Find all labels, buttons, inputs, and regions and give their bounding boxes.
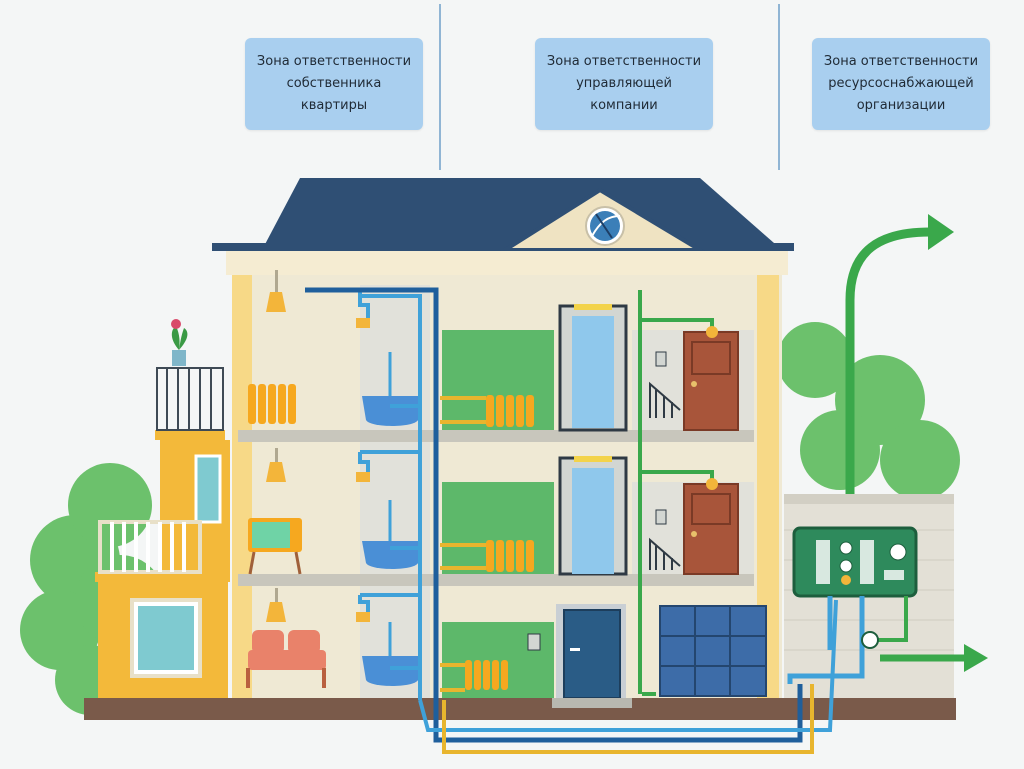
zone-label-supplier-text: Зона ответственности ресурсоснабжающей о… — [823, 54, 979, 113]
zone-label-owner: Зона ответственности собственника кварти… — [245, 38, 423, 130]
zone-label-management: Зона ответственности управляющей компани… — [535, 38, 713, 130]
elevator-icon — [558, 304, 628, 576]
column-right — [757, 275, 779, 698]
logo-icon — [585, 206, 625, 246]
plant-icon — [171, 319, 188, 366]
entrance-door — [527, 604, 632, 708]
zone-label-management-text: Зона ответственности управляющей компани… — [546, 54, 702, 113]
ground — [84, 698, 956, 720]
pipe-yellow — [440, 396, 814, 754]
floor-slab-1 — [238, 430, 754, 442]
meter-panel-icon — [792, 526, 918, 598]
lower-balcony-rail — [98, 520, 202, 574]
radiator-icon — [248, 384, 534, 690]
floor-slab-2 — [238, 574, 754, 586]
roof-eave — [212, 243, 794, 251]
cornice — [226, 251, 788, 275]
pipe-blue-main — [305, 287, 803, 743]
sofa-icon — [246, 630, 326, 688]
arrow-icon — [845, 214, 988, 672]
zone-label-owner-text: Зона ответственности собственника кварти… — [256, 54, 412, 113]
lamp-icon — [266, 270, 286, 622]
zone-label-supplier: Зона ответственности ресурсоснабжающей о… — [812, 38, 990, 130]
upper-balcony-slab — [155, 430, 225, 440]
column-left — [232, 275, 252, 698]
lower-balcony-slab — [95, 572, 230, 582]
pipe-light-blue — [358, 294, 838, 732]
stairs — [649, 381, 681, 570]
tv-icon — [248, 518, 302, 575]
mailbox-icon — [659, 605, 767, 697]
door-icon — [655, 331, 739, 575]
shower-icon — [356, 290, 370, 622]
annex-side-window — [194, 454, 222, 524]
upper-balcony-rail — [156, 367, 224, 431]
trees-right — [777, 322, 960, 500]
